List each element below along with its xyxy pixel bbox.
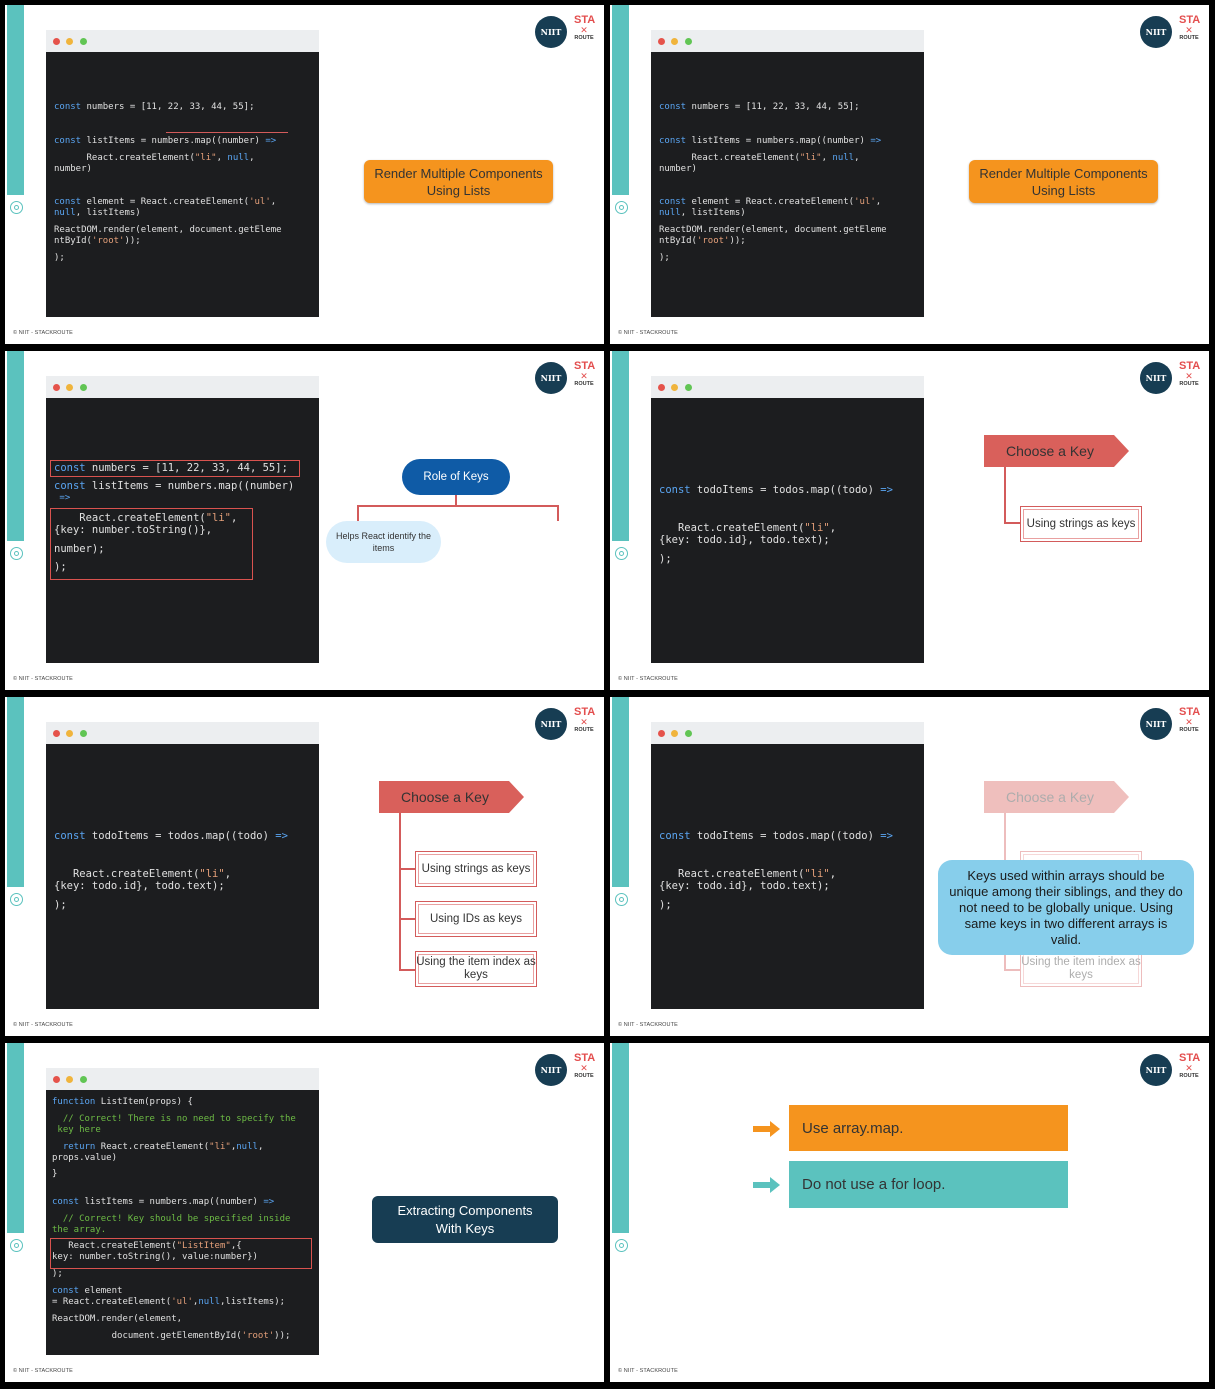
slide-7: NIIT STA✕ROUTE function ListItem(props) …	[5, 1043, 604, 1382]
option-strings-as-keys: Using strings as keys	[1020, 506, 1142, 542]
teal-accent-bar	[612, 5, 629, 195]
code-window: const todoItems = todos.map((todo) => Re…	[46, 722, 319, 1009]
no-for-loop-box: Do not use a for loop.	[789, 1161, 1068, 1208]
target-icon	[615, 893, 628, 906]
copyright: © NIIT - STACKROUTE	[13, 1022, 73, 1028]
teal-accent-bar	[612, 1043, 629, 1233]
slide-6: NIIT STA✕ROUTE const todoItems = todos.m…	[610, 697, 1209, 1036]
niit-logo: NIIT	[535, 1054, 567, 1086]
teal-accent-bar	[7, 5, 24, 195]
copyright: © NIIT - STACKROUTE	[618, 676, 678, 682]
target-icon	[10, 893, 23, 906]
arrow-right-icon	[753, 1177, 780, 1193]
code-window: const todoItems = todos.map((todo) => Re…	[651, 376, 924, 663]
copyright: © NIIT - STACKROUTE	[618, 1022, 678, 1028]
code-block: const todoItems = todos.map((todo) => Re…	[46, 744, 319, 1009]
code-window: const numbers = [11, 22, 33, 44, 55]; co…	[651, 30, 924, 317]
choose-arrow-shape	[984, 435, 1129, 467]
niit-logo: NIIT	[1140, 708, 1172, 740]
option-strings-as-keys: Using strings as keys	[415, 851, 537, 887]
slide-5: NIIT STA✕ROUTE const todoItems = todos.m…	[5, 697, 604, 1036]
code-block: const todoItems = todos.map((todo) => Re…	[651, 398, 924, 663]
teal-accent-bar	[612, 351, 629, 541]
code-window: const numbers = [11, 22, 33, 44, 55]; co…	[46, 376, 319, 663]
teal-accent-bar	[7, 1043, 24, 1233]
code-window: function ListItem(props) { // Correct! T…	[46, 1068, 319, 1355]
target-icon	[10, 201, 23, 214]
stackroute-logo: STA✕ROUTE	[574, 706, 596, 734]
niit-logo: NIIT	[535, 362, 567, 394]
render-lists-callout: Render Multiple Components Using Lists	[364, 160, 553, 203]
stackroute-logo: STA✕ROUTE	[1179, 360, 1201, 388]
choose-a-key-label: Choose a Key	[401, 789, 489, 805]
slide-3: NIIT STA✕ROUTE const numbers = [11, 22, …	[5, 351, 604, 690]
highlight-box	[50, 460, 300, 477]
arrow-right-icon	[753, 1121, 780, 1137]
copyright: © NIIT - STACKROUTE	[13, 330, 73, 336]
target-icon	[10, 1239, 23, 1252]
slide-2: NIIT STA✕ROUTE const numbers = [11, 22, …	[610, 5, 1209, 344]
niit-logo: NIIT	[535, 708, 567, 740]
slide-4: NIIT STA✕ROUTE const todoItems = todos.m…	[610, 351, 1209, 690]
choose-arrow-shape	[379, 781, 524, 813]
stackroute-logo: STA✕ROUTE	[1179, 1052, 1201, 1080]
niit-logo: NIIT	[1140, 1054, 1172, 1086]
niit-logo: NIIT	[535, 16, 567, 48]
stackroute-logo: STA✕ROUTE	[1179, 706, 1201, 734]
render-lists-callout: Render Multiple Components Using Lists	[969, 160, 1158, 203]
target-icon	[615, 201, 628, 214]
role-of-keys-pill: Role of Keys	[402, 459, 510, 495]
slide-8: NIIT STA✕ROUTE Use array.map. Do not use…	[610, 1043, 1209, 1382]
target-icon	[615, 1239, 628, 1252]
code-block: const numbers = [11, 22, 33, 44, 55]; co…	[46, 398, 319, 663]
stackroute-logo: STA✕ROUTE	[1179, 14, 1201, 42]
option-index-as-keys: Using the item index as keys	[415, 951, 537, 987]
choose-a-key-label: Choose a Key	[1006, 789, 1094, 805]
copyright: © NIIT - STACKROUTE	[13, 676, 73, 682]
code-window: const todoItems = todos.map((todo) => Re…	[651, 722, 924, 1009]
copyright: © NIIT - STACKROUTE	[618, 330, 678, 336]
teal-accent-bar	[7, 351, 24, 541]
code-block: const todoItems = todos.map((todo) => Re…	[651, 744, 924, 1009]
teal-accent-bar	[612, 697, 629, 887]
keys-unique-tooltip: Keys used within arrays should be unique…	[938, 860, 1194, 955]
copyright: © NIIT - STACKROUTE	[618, 1368, 678, 1374]
code-block: const numbers = [11, 22, 33, 44, 55]; co…	[651, 52, 924, 317]
niit-logo: NIIT	[1140, 362, 1172, 394]
highlight-box	[50, 1238, 312, 1269]
highlight-box	[50, 508, 253, 580]
stackroute-logo: STA✕ROUTE	[574, 1052, 596, 1080]
teal-accent-bar	[7, 697, 24, 887]
niit-logo: NIIT	[1140, 16, 1172, 48]
slide-1: NIIT STA✕ROUTE const numbers = [11, 22, …	[5, 5, 604, 344]
helps-identify-pill: Helps React identify the items	[326, 521, 441, 563]
target-icon	[10, 547, 23, 560]
copyright: © NIIT - STACKROUTE	[13, 1368, 73, 1374]
code-block: const numbers = [11, 22, 33, 44, 55]; co…	[46, 52, 319, 317]
stackroute-logo: STA✕ROUTE	[574, 360, 596, 388]
stackroute-logo: STA✕ROUTE	[574, 14, 596, 42]
option-ids-as-keys: Using IDs as keys	[415, 901, 537, 937]
option-index-as-keys: Using the item index as keys	[1020, 951, 1142, 987]
choose-a-key-label: Choose a Key	[1006, 443, 1094, 459]
code-block: function ListItem(props) { // Correct! T…	[46, 1090, 319, 1355]
use-array-map-box: Use array.map.	[789, 1105, 1068, 1151]
extracting-components-callout: Extracting Components With Keys	[372, 1196, 558, 1243]
target-icon	[615, 547, 628, 560]
code-window: const numbers = [11, 22, 33, 44, 55]; co…	[46, 30, 319, 317]
